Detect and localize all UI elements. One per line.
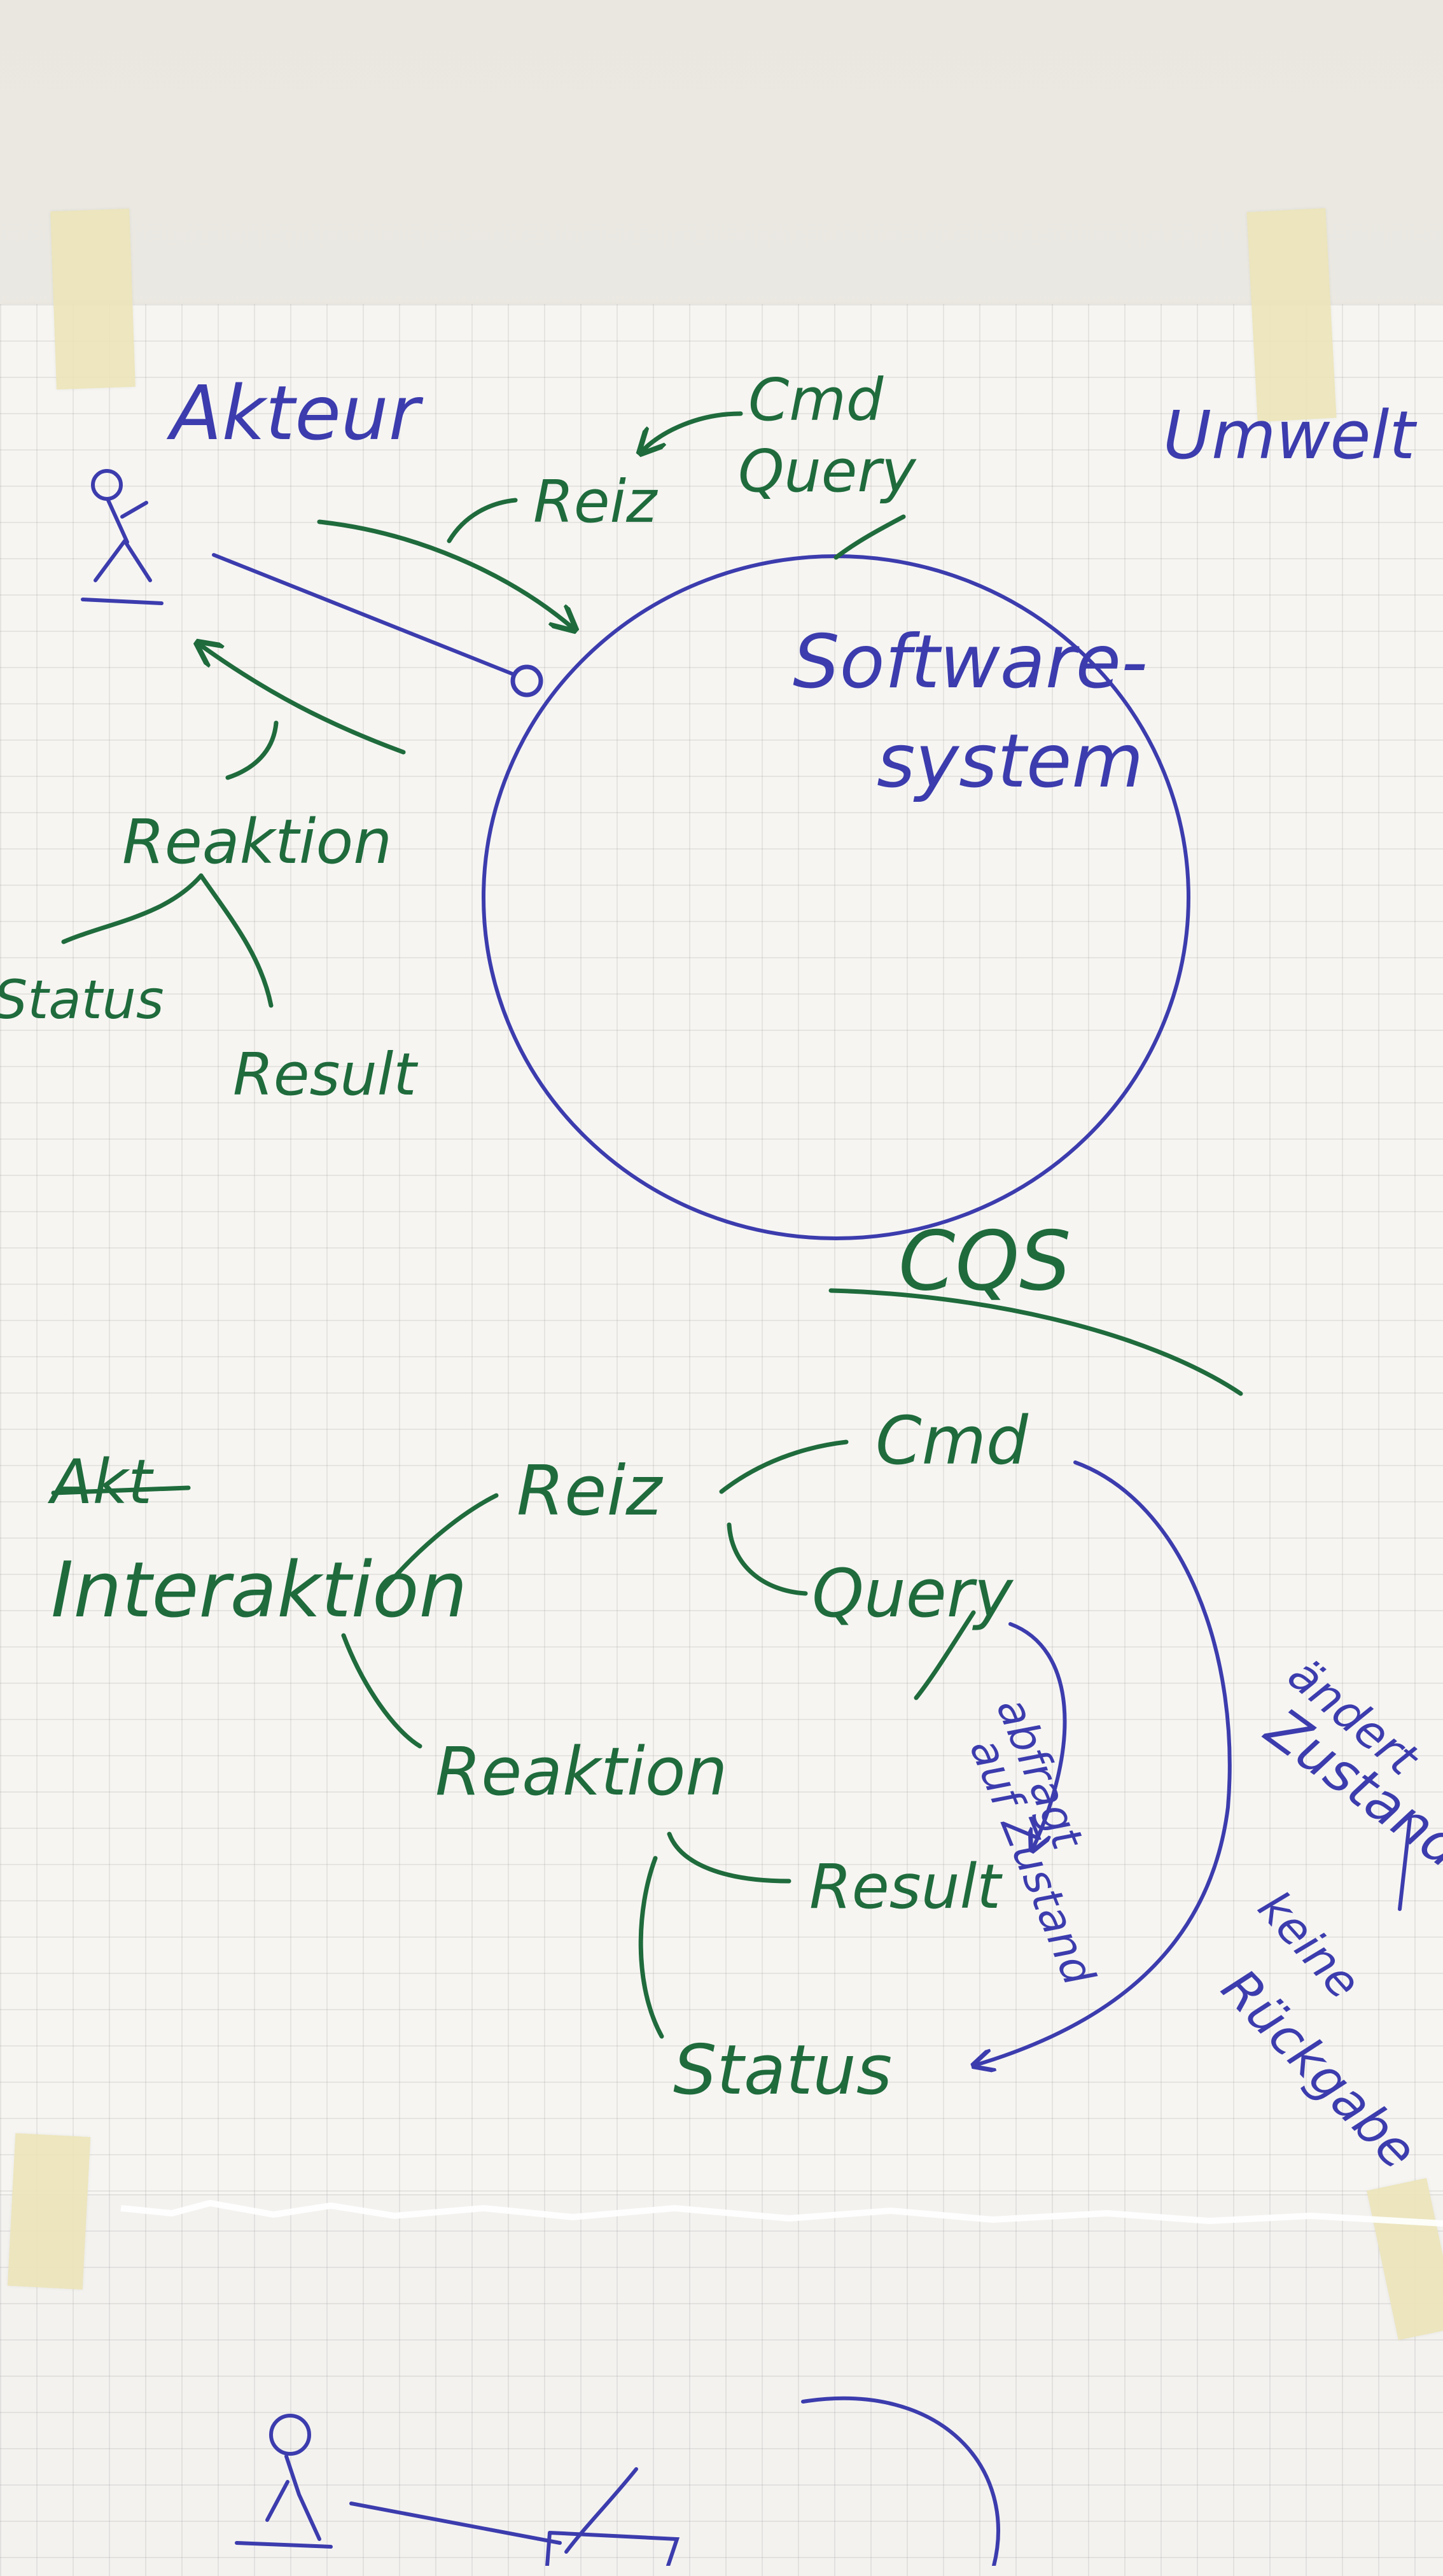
environment-label: Umwelt [1163,396,1417,474]
cqs-heading: CQS [898,1214,1071,1309]
query-underline [914,1610,976,1700]
reaction-status-branch [638,1856,664,2039]
stimulus-query-branch [727,1522,808,1596]
flipchart-sheet [0,304,1443,2194]
actor-figure-partial [235,2414,333,2549]
circle-partial [801,2397,1000,2566]
reaction-arrow [197,643,406,755]
stimulus-system-link [833,514,906,560]
reaction-label: Reaktion [122,806,392,878]
system-label-line2: system [877,718,1143,804]
cqs-underline [828,1288,1243,1396]
reaction-result-branch [667,1831,791,1884]
cqs-reaction-label: Reaktion [435,1733,727,1810]
reaction-type-result: Result [233,1040,418,1109]
actor-box-connector-partial [349,2502,562,2545]
reaction-label-link [225,720,279,780]
stimulus-type-query: Query [738,437,917,505]
cqs-query-label: Query [812,1555,1014,1632]
cqs-scratched-word: Akt [47,1446,154,1518]
stimulus-types-arrow [640,411,743,453]
stimulus-label-link [447,498,518,543]
stimulus-cmd-branch [719,1439,849,1494]
cqs-result-label: Result [809,1851,1003,1922]
system-port [510,664,543,697]
interaction-label: Interaktion [51,1546,468,1635]
cmd-note-divider [1398,1817,1412,1911]
torn-paper-edge [120,2199,1443,2227]
cqs-status-label: Status [673,2031,892,2110]
reaction-branch-result [199,873,274,1008]
reaction-type-status: Status [0,969,164,1031]
cqs-cmd-label: Cmd [875,1402,1029,1480]
reaction-branch-status [61,873,204,944]
interaction-reaction-branch [341,1633,422,1749]
system-label-line1: Software- [793,619,1148,705]
stimulus-label: Reiz [533,468,658,536]
next-flipchart-sheet [0,2194,1443,2576]
scratch-out-line [51,1485,191,1495]
stimulus-arrow [317,519,575,630]
actor-system-connector [212,553,516,676]
actor-label: Akteur [166,369,424,457]
cqs-stimulus-label: Reiz [517,1452,663,1531]
stimulus-type-cmd: Cmd [748,366,884,434]
interaction-stimulus-branch [378,1493,499,1596]
query-note-arrow [1008,1622,1067,1851]
stroke-partial [564,2467,638,2554]
box-partial [545,2531,680,2566]
cmd-status-arrow [973,1460,1232,2066]
actor-figure [81,469,164,605]
